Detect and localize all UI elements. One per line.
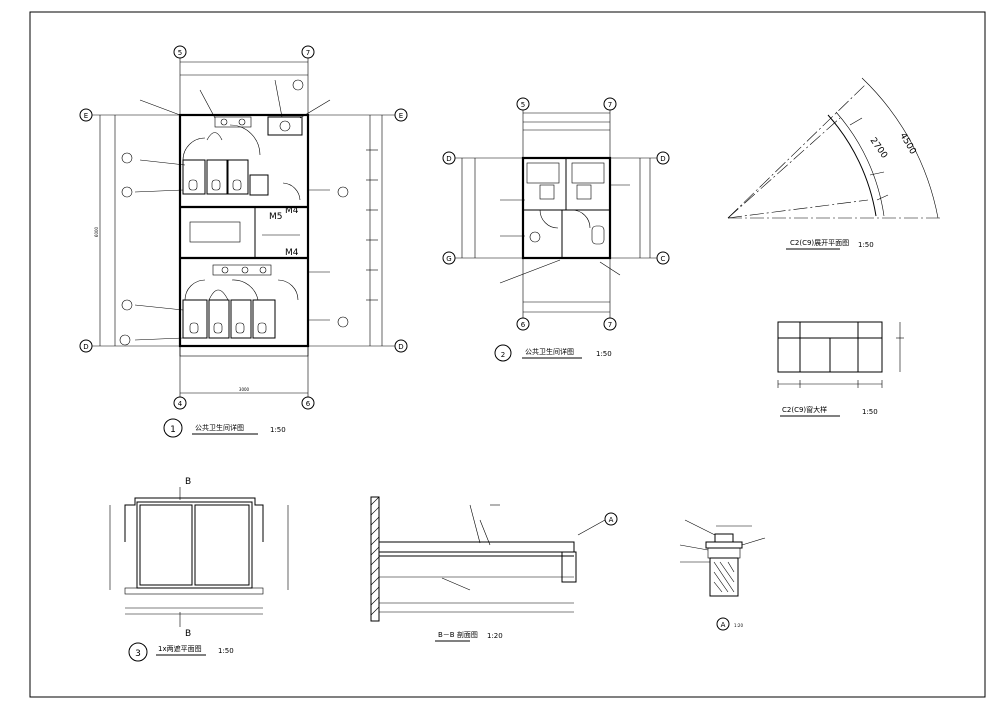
svg-text:G: G <box>446 255 451 263</box>
svg-text:2: 2 <box>501 351 505 359</box>
svg-text:1:50: 1:50 <box>270 426 286 434</box>
svg-text:4: 4 <box>178 400 183 408</box>
view-title: 3 1ⅹ两遮平面图 1:50 <box>128 642 234 662</box>
svg-text:E: E <box>84 112 88 120</box>
room-label: M4 <box>285 248 299 258</box>
svg-text:1:50: 1:50 <box>862 408 878 416</box>
plan-2: 5 7 6 7 D G D C <box>442 97 670 362</box>
svg-text:7: 7 <box>608 321 612 329</box>
svg-text:1:50: 1:50 <box>596 350 612 358</box>
svg-text:A: A <box>609 516 614 524</box>
svg-text:1ⅹ两遮平面图: 1ⅹ两遮平面图 <box>158 644 202 653</box>
sheet-border <box>29 11 986 698</box>
svg-text:3: 3 <box>135 649 141 659</box>
svg-text:5: 5 <box>178 49 182 57</box>
svg-text:B: B <box>185 629 191 639</box>
svg-text:5: 5 <box>521 101 525 109</box>
window-elevation: C2(C9)窗大样 1:50 <box>777 321 904 417</box>
svg-text:D: D <box>660 155 665 163</box>
svg-text:D: D <box>446 155 451 163</box>
svg-text:6: 6 <box>306 400 311 408</box>
svg-text:B－B 剖面图: B－B 剖面图 <box>438 630 478 639</box>
svg-text:公共卫生间详图: 公共卫生间详图 <box>525 347 574 356</box>
svg-text:1:20: 1:20 <box>734 623 743 628</box>
view-title: C2(C9)展开平面图 1:50 <box>786 239 874 250</box>
svg-text:1: 1 <box>170 425 176 435</box>
section-bb: A B－B 剖面图 1:20 <box>370 496 618 642</box>
svg-text:D: D <box>398 343 403 351</box>
svg-text:7: 7 <box>306 49 310 57</box>
svg-text:公共卫生间详图: 公共卫生间详图 <box>195 423 244 432</box>
plan-3: B B 3 1ⅹ两遮平面图 1:50 <box>109 477 289 662</box>
plan-1: 5 7 4 6 E D E D 3000 6000 <box>79 45 408 438</box>
svg-text:A: A <box>721 621 726 629</box>
svg-text:3000: 3000 <box>239 387 250 392</box>
svg-text:6000: 6000 <box>94 226 99 237</box>
room-label: M4 <box>285 206 299 216</box>
svg-text:1:20: 1:20 <box>487 632 503 640</box>
svg-text:1:50: 1:50 <box>858 241 874 249</box>
view-title: C2(C9)窗大样 1:50 <box>780 405 878 417</box>
detail-a: A 1:20 <box>679 519 766 631</box>
view-title: 1 公共卫生间详图 1:50 <box>163 418 286 438</box>
svg-text:B: B <box>185 477 191 487</box>
view-title: B－B 剖面图 1:20 <box>435 630 503 642</box>
svg-text:D: D <box>83 343 88 351</box>
svg-text:6: 6 <box>521 321 526 329</box>
view-title: A 1:20 <box>716 617 743 631</box>
svg-text:1:50: 1:50 <box>218 647 234 655</box>
view-title: 2 公共卫生间详图 1:50 <box>494 344 612 362</box>
svg-text:7: 7 <box>608 101 612 109</box>
svg-text:C2(C9)窗大样: C2(C9)窗大样 <box>782 405 827 414</box>
svg-text:E: E <box>399 112 403 120</box>
svg-text:C: C <box>661 255 666 263</box>
room-label: M5 <box>269 212 283 222</box>
svg-text:C2(C9)展开平面图: C2(C9)展开平面图 <box>790 239 849 247</box>
